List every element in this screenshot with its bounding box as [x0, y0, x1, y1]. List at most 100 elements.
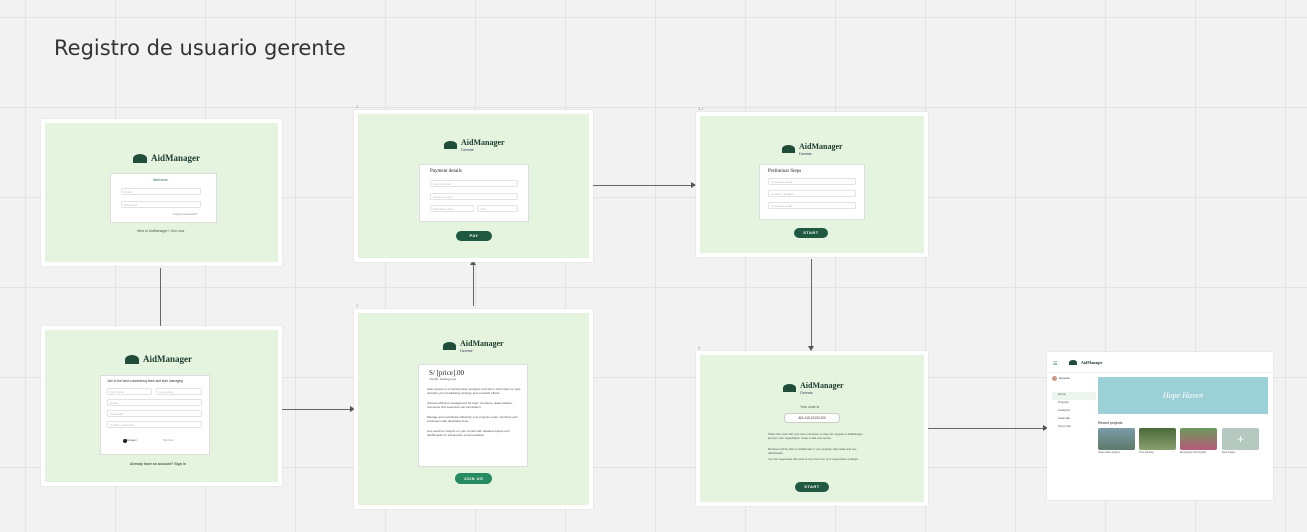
logo-subtitle: Gerente: [461, 147, 474, 152]
card-title: Welcome: [153, 178, 168, 182]
logo-icon: [125, 354, 139, 364]
hero-banner: Hope Haven: [1098, 377, 1268, 414]
start-button[interactable]: START: [794, 228, 828, 238]
password-field[interactable]: Password: [107, 410, 202, 417]
code-paragraph: Members will be able to collaborate in y…: [768, 448, 857, 455]
signup-screen: AidManager Join to the best volunteering…: [45, 330, 278, 482]
logo-icon: [133, 153, 147, 163]
add-project-icon[interactable]: +: [1222, 428, 1259, 450]
price: S/ [price].00: [429, 369, 464, 377]
avatar[interactable]: [1052, 376, 1057, 381]
divider: [1047, 372, 1273, 373]
pay-button[interactable]: PAY: [456, 231, 492, 241]
card-title: Preliminar Steps: [768, 169, 802, 174]
join-link[interactable]: New to AidManager? Join now: [137, 229, 185, 233]
recent-projects-label: Recent projects: [1098, 421, 1123, 425]
arrow-right-icon: [691, 182, 696, 188]
join-us-button[interactable]: JOIN US: [455, 473, 492, 484]
project-thumbnail[interactable]: [1180, 428, 1217, 450]
card-title: Payment details: [430, 169, 462, 174]
logo-subtitle: Gerente: [460, 348, 473, 353]
board-title: Registro de usuario gerente: [54, 36, 346, 60]
sidebar-item-team[interactable]: Team info: [1058, 424, 1072, 428]
arrow-right-icon: [1043, 425, 1048, 431]
pricing-card: S/ [price].00 /month, starting now Gain …: [418, 364, 528, 467]
sidebar-item-projects[interactable]: Projects: [1058, 400, 1069, 404]
project-title: Clean water project: [1098, 451, 1120, 454]
preliminary-card: Preliminar Steps Company name Country / …: [759, 164, 865, 220]
code-paragraph: Share this code with your team members s…: [768, 433, 863, 440]
last-name-field[interactable]: Last name: [156, 388, 202, 395]
feature-item: Get real-time insights on your impact wi…: [427, 429, 510, 437]
email-field[interactable]: Email: [107, 399, 202, 406]
signup-frame: AidManager Join to the best volunteering…: [41, 326, 282, 486]
option-member[interactable]: Member: [163, 438, 175, 442]
price-period: /month, starting now: [429, 377, 457, 381]
connector-preliminary-code: [811, 259, 812, 347]
logo-icon: [1069, 360, 1077, 365]
login-frame: AidManager Welcome Email Password Forgot…: [41, 119, 282, 266]
sidebar-menu: Home Projects Analytics Calendar Team in…: [1052, 392, 1096, 432]
project-title: Tree planting: [1139, 451, 1154, 454]
first-name-field[interactable]: First name: [107, 388, 152, 395]
feature-list: Gain access to comprehensive analytics a…: [427, 387, 521, 443]
frame-tag: 5: [698, 345, 701, 350]
start-button[interactable]: START: [795, 482, 829, 492]
signin-link[interactable]: Already have an account? Sign in: [130, 462, 187, 466]
logo-subtitle: Gerente: [799, 151, 812, 156]
radio-selected-icon[interactable]: [123, 439, 127, 443]
dashboard-frame: ☰ AidManager Gerente Home Projects Analy…: [1047, 352, 1273, 500]
project-thumbnail[interactable]: [1139, 428, 1176, 450]
arrow-down-icon: [808, 346, 814, 351]
name-on-card-field[interactable]: Name on card: [430, 193, 518, 200]
feature-item: Gain access to comprehensive analytics a…: [427, 387, 521, 395]
sidebar-item-calendar[interactable]: Calendar: [1058, 416, 1071, 420]
email-field[interactable]: Email: [121, 188, 201, 195]
forgot-link[interactable]: Forgot password?: [173, 212, 198, 216]
option-manager[interactable]: Manager: [125, 438, 137, 442]
logo: AidManager: [133, 153, 200, 163]
connector-payment-preliminary: [593, 185, 691, 186]
connector-signup-pricing: [279, 409, 351, 410]
project-thumbnail[interactable]: [1098, 428, 1135, 450]
country-field[interactable]: Country / Region: [768, 190, 856, 197]
frame-tag: 3: [356, 104, 359, 109]
feature-item: Achieve efficient management for team me…: [427, 401, 513, 409]
expiration-field[interactable]: Expiration date: [430, 205, 474, 212]
cvv-field[interactable]: CVV: [477, 205, 518, 212]
connector-pricing-payment: [473, 264, 474, 306]
arrow-right-icon: [350, 406, 355, 412]
arrow-up-icon: [470, 260, 476, 265]
password-field[interactable]: Password: [121, 201, 201, 208]
logo-text: AidManager: [151, 153, 200, 163]
logo: AidManager: [1069, 360, 1103, 365]
menu-icon[interactable]: ☰: [1053, 361, 1058, 367]
logo: AidManager: [125, 354, 192, 364]
company-name-field[interactable]: Company name: [768, 178, 856, 185]
confirm-password-field[interactable]: Confirm password: [107, 421, 202, 428]
login-screen: AidManager Welcome Email Password Forgot…: [45, 123, 278, 262]
sidebar-item-analytics[interactable]: Analytics: [1058, 408, 1071, 412]
logo-icon: [443, 342, 456, 350]
login-card: Welcome Email Password Forgot password?: [110, 173, 217, 223]
code-value[interactable]: AIS-415-2XJ2XJ2X: [784, 413, 840, 423]
frame-tag: 4.1: [698, 106, 704, 111]
sidebar-item-home[interactable]: Home: [1052, 392, 1096, 400]
project-title: New project: [1222, 451, 1236, 454]
frame-tag: 2: [356, 303, 359, 308]
company-email-field[interactable]: Company email: [768, 202, 856, 209]
card-number-field[interactable]: Card number: [430, 180, 518, 187]
